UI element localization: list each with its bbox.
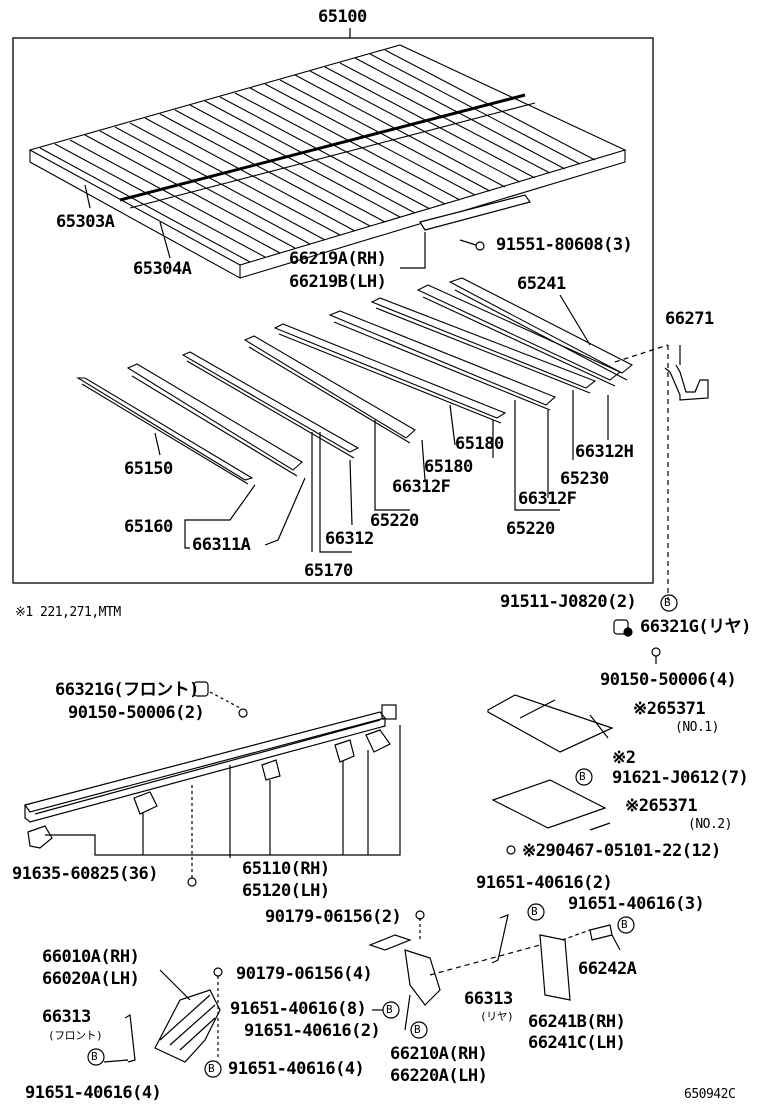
bracket-66271 [664,364,709,401]
label-66241C: 66241C(LH) [528,1033,626,1053]
label-65120: 65120(LH) [242,881,330,901]
label-65371-no1-sub: (NO.1) [675,720,719,735]
label-65220-b: 65220 [506,519,555,539]
mud-guard-66010A [154,989,221,1063]
label-66312: 66312 [325,529,374,549]
label-66271: 66271 [665,309,714,329]
assembly-frame [12,37,654,584]
stay-66313-rear [491,914,509,964]
label-90150-rear: 90150-50006(4) [600,670,737,690]
b-marker-4: B [621,918,628,931]
label-66313-front: 66313 [42,1007,91,1027]
label-65110: 65110(RH) [242,859,330,879]
b-marker-5: B [386,1003,393,1016]
label-91651-2: 91651-40616(2) [244,1021,381,1041]
sill-leaders [154,294,609,553]
label-65170: 65170 [304,561,353,581]
b-marker-1: B [664,596,671,609]
label-66312H: 66312H [575,442,634,462]
diagram-code: 650942C [684,1087,736,1102]
label-66313-front-sub: (フロント) [48,1029,103,1042]
b-marker-7: B [208,1062,215,1075]
label-66219A: 66219A(RH) [289,249,387,269]
label-65371-no1: ※265371 [633,699,706,719]
mud-flap-66241B [539,934,571,1001]
plate-65371-no1 [487,694,614,753]
label-66321G-front: 66321G(フロント) [55,680,199,700]
rail-leaders [45,725,401,887]
label-91651-4b: 91651-40616(4) [25,1083,162,1103]
b-marker-2: B [579,770,586,783]
label-66312F-b: 66312F [518,489,577,509]
label-65371-no2: ※265371 [625,796,698,816]
label-91651-b: 91651-40616(3) [568,894,705,914]
deck-floor-panel [28,44,627,279]
rail-brackets [27,729,391,849]
label-91651-4a: 91651-40616(4) [228,1059,365,1079]
label-91651-a: 91651-40616(2) [476,873,613,893]
b-marker-3: B [531,905,538,918]
label-90150-front: 90150-50006(2) [68,703,205,723]
side-rail [24,704,397,823]
label-66210A: 66210A(RH) [390,1044,488,1064]
label-65180-a: 65180 [455,434,504,454]
label-65304A: 65304A [133,259,192,279]
label-90179-b: 90179-06156(4) [236,964,373,984]
label-66321G-rear: 66321G(リヤ) [640,617,751,637]
label-65150: 65150 [124,459,173,479]
label-66220A: 66220A(LH) [390,1066,488,1086]
label-65303A: 65303A [56,212,115,232]
label-65160: 65160 [124,517,173,537]
label-66311A: 66311A [192,535,251,555]
plate-65371-no2 [491,779,607,829]
label-66242A: 66242A [578,959,637,979]
note-1: ※1 221,271,MTM [15,605,121,620]
label-65230: 65230 [560,469,609,489]
label-91621-note: ※2 [612,748,636,768]
label-66313-rear: 66313 [464,989,513,1009]
floor-bracket [419,194,531,231]
label-65180-b: 65180 [424,457,473,477]
b-marker-6: B [414,1023,421,1036]
flap-plate-66242A [589,924,613,941]
label-91551: 91551-80608(3) [496,235,633,255]
label-91651-8: 91651-40616(8) [230,999,367,1019]
stay-66313-front [124,1014,136,1063]
mud-guard-66210A [404,949,441,1006]
label-90179-a: 90179-06156(2) [265,907,402,927]
label-91621: 91621-J0612(7) [612,768,749,788]
label-66010A: 66010A(RH) [42,947,140,967]
cross-sills [76,277,634,485]
label-91635: 91635-60825(36) [12,864,159,884]
mud-guard-bracket [368,934,412,951]
label-65241: 65241 [517,274,566,294]
label-65220-a: 65220 [370,511,419,531]
label-90467: ※290467-05101-22(12) [522,841,721,861]
label-66312F-a: 66312F [392,477,451,497]
label-91511: 91511-J0820(2) [500,592,637,612]
label-66313-rear-sub: (リヤ) [480,1010,514,1023]
b-marker-8: B [91,1050,98,1063]
label-66241B: 66241B(RH) [528,1012,626,1032]
label-65371-no2-sub: (NO.2) [688,817,732,832]
label-66219B: 66219B(LH) [289,272,387,292]
label-65100: 65100 [318,7,367,27]
label-66020A: 66020A(LH) [42,969,140,989]
